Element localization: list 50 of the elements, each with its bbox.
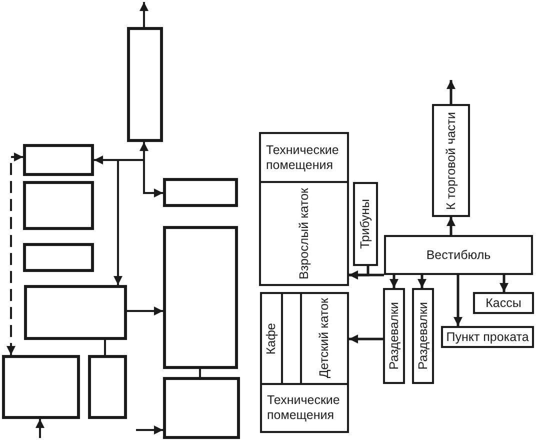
arrow (127, 306, 163, 316)
room-box (353, 182, 378, 266)
empty-block (163, 178, 238, 207)
empty-block (127, 27, 163, 142)
connector-line (199, 369, 201, 377)
room-label: Взрослый каток (296, 188, 312, 280)
empty-block (23, 144, 94, 176)
empty-block (163, 377, 240, 439)
room-label: Раздевалки (386, 302, 402, 370)
room-label: Пункт проката (446, 330, 529, 344)
arrow (390, 275, 398, 288)
empty-block (88, 355, 127, 419)
room-label: Кассы (486, 296, 522, 310)
connector-line (104, 340, 106, 355)
room-label: Вестибюль (426, 248, 491, 262)
dashed-arrow (6, 152, 23, 355)
arrow (500, 275, 508, 292)
room-label: Технические помещения (267, 393, 341, 423)
room-box (384, 235, 533, 275)
room-box (259, 132, 349, 183)
arrow (143, 160, 163, 198)
room-box (473, 292, 534, 314)
arrow (446, 80, 456, 104)
empty-block (24, 285, 127, 340)
room-label: Детский каток (317, 298, 332, 379)
arrow (136, 426, 163, 434)
empty-block (23, 181, 94, 230)
room-label: Технические помещения (266, 142, 340, 172)
arrow (140, 142, 148, 160)
empty-block (2, 355, 80, 419)
room-box (383, 288, 405, 384)
room-label: Трибуны (358, 199, 373, 249)
room-group-frame (260, 292, 349, 433)
room-label: Раздевалки (416, 302, 430, 370)
empty-block (23, 243, 94, 272)
arrow (418, 275, 426, 288)
arrow (349, 266, 370, 280)
arrow (114, 159, 144, 285)
room-box (441, 326, 534, 348)
room-box (432, 104, 470, 217)
room-box (412, 288, 434, 384)
arrow (36, 419, 44, 438)
arrow (446, 217, 456, 235)
room-box (259, 181, 349, 286)
room-label: Кафе (264, 322, 279, 354)
arrow (140, 2, 148, 27)
arrow (349, 334, 383, 344)
room-label: К торговой части (444, 112, 458, 210)
arrow (454, 275, 462, 326)
empty-block (163, 226, 238, 369)
